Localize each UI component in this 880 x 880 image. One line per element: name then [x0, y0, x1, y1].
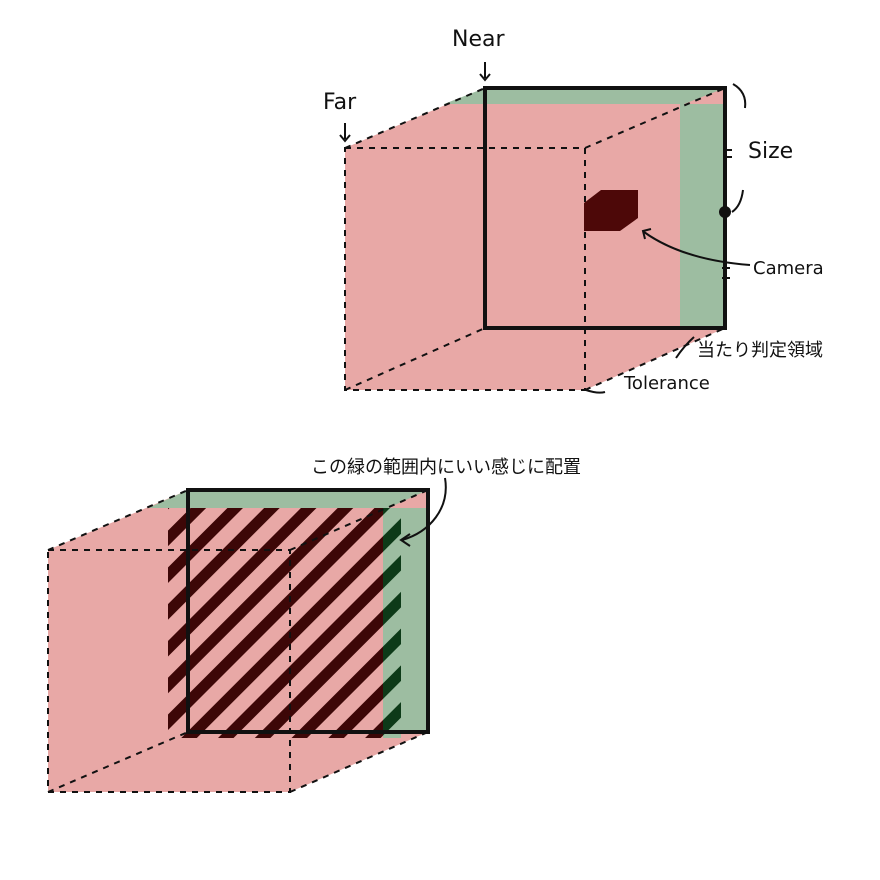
far-label: Far: [323, 90, 357, 115]
size-label: Size: [748, 139, 793, 164]
tolerance-band-right-strip: [680, 104, 725, 328]
camera-pointer-arrow: [643, 231, 751, 266]
far-plane: [344, 147, 586, 391]
camera-block-icon: [584, 190, 638, 231]
top-frustum: Near Far Size Camera 当たり判定領域 Tolerance: [323, 27, 824, 394]
tolerance-label: Tolerance: [623, 373, 710, 394]
far-plane-bottom: [47, 549, 291, 793]
placement-region-green: [383, 508, 401, 738]
tolerance-band-top-strip: [444, 88, 725, 104]
camera-label: Camera: [753, 258, 824, 279]
near-label: Near: [452, 27, 505, 52]
dot-icon: [719, 206, 731, 218]
hit-volume-top: [345, 88, 725, 390]
placement-region: [168, 508, 383, 738]
bottom-frustum: この緑の範囲内にいい感じに配置: [47, 457, 581, 793]
hit-area-label: 当たり判定領域: [697, 340, 823, 361]
tolerance-band-bottom-top-strip: [148, 490, 428, 508]
placement-note-label: この緑の範囲内にいい感じに配置: [311, 457, 581, 478]
placement-note-arrow: [401, 477, 447, 541]
near-plane-bottom: [186, 488, 430, 734]
